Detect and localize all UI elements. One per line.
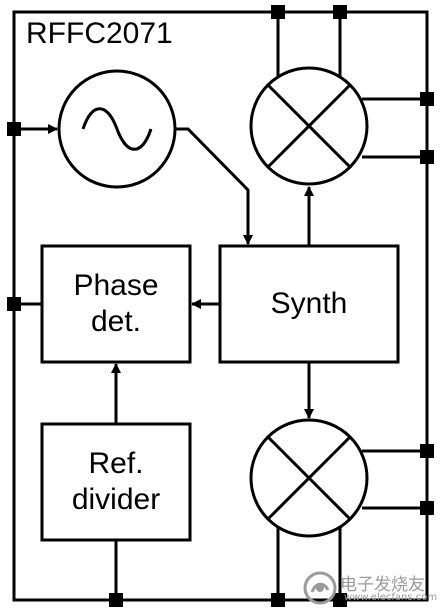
package-pins [7,5,434,607]
synth-label: Synth [270,287,348,320]
pin [271,5,285,19]
pin [271,593,285,607]
pin [7,297,21,311]
mixer-top-symbol [249,66,369,186]
watermark: 电子发烧友 www.elecfans.com [300,566,445,612]
pin [420,501,434,515]
pin [109,593,123,607]
pin [420,150,434,164]
ref-divider-block [40,422,192,542]
pin [333,593,347,607]
phase-detector-block [40,244,192,364]
ref-divider-label: Ref. divider [71,447,161,516]
mixer-bottom-symbol [249,418,369,538]
phase-detector-label: Phase det. [73,269,159,338]
chip-name-label: RFFC2071 [26,17,173,50]
watermark-text: 电子发烧友 [340,575,425,595]
oscillator-symbol [57,69,177,189]
pin [420,444,434,458]
pin [7,122,21,136]
pin [333,5,347,19]
pin [420,92,434,106]
signal-wires [14,12,427,600]
sine-wave-icon [81,107,153,151]
watermark-logo-icon [303,571,337,605]
watermark-url: www.elecfans.com [344,592,438,603]
wire-osc-to-synth [175,127,253,245]
